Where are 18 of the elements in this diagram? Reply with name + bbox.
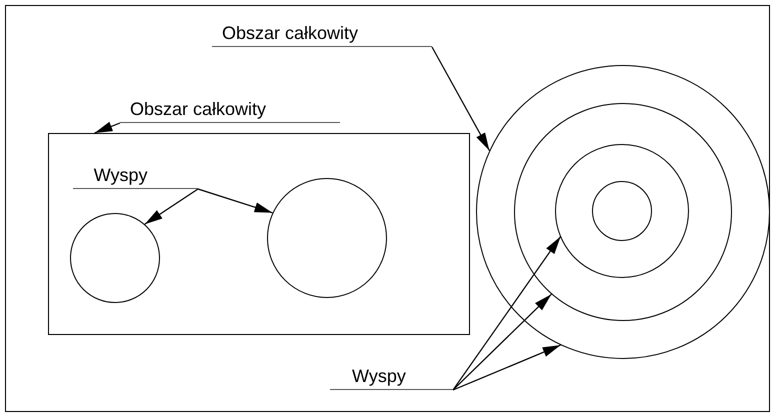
circle-outline <box>555 144 690 278</box>
leader-label: Obszar całkowity <box>120 98 340 123</box>
leader-line <box>198 188 273 214</box>
leader-line <box>144 188 198 225</box>
circle-outline <box>514 102 732 321</box>
rectangle-outline <box>48 133 470 335</box>
leader-label: Wyspy <box>72 164 198 189</box>
leader-line <box>431 46 490 151</box>
leader-line <box>452 236 562 390</box>
circle-outline <box>266 178 387 298</box>
circle-outline <box>70 212 160 303</box>
leader-line <box>452 294 552 390</box>
circle-outline <box>476 65 770 359</box>
leader-line <box>94 122 120 134</box>
leader-line <box>452 344 561 391</box>
leader-label: Wyspy <box>330 365 453 390</box>
circle-outline <box>592 181 652 242</box>
leader-label: Obszar całkowity <box>212 22 432 47</box>
